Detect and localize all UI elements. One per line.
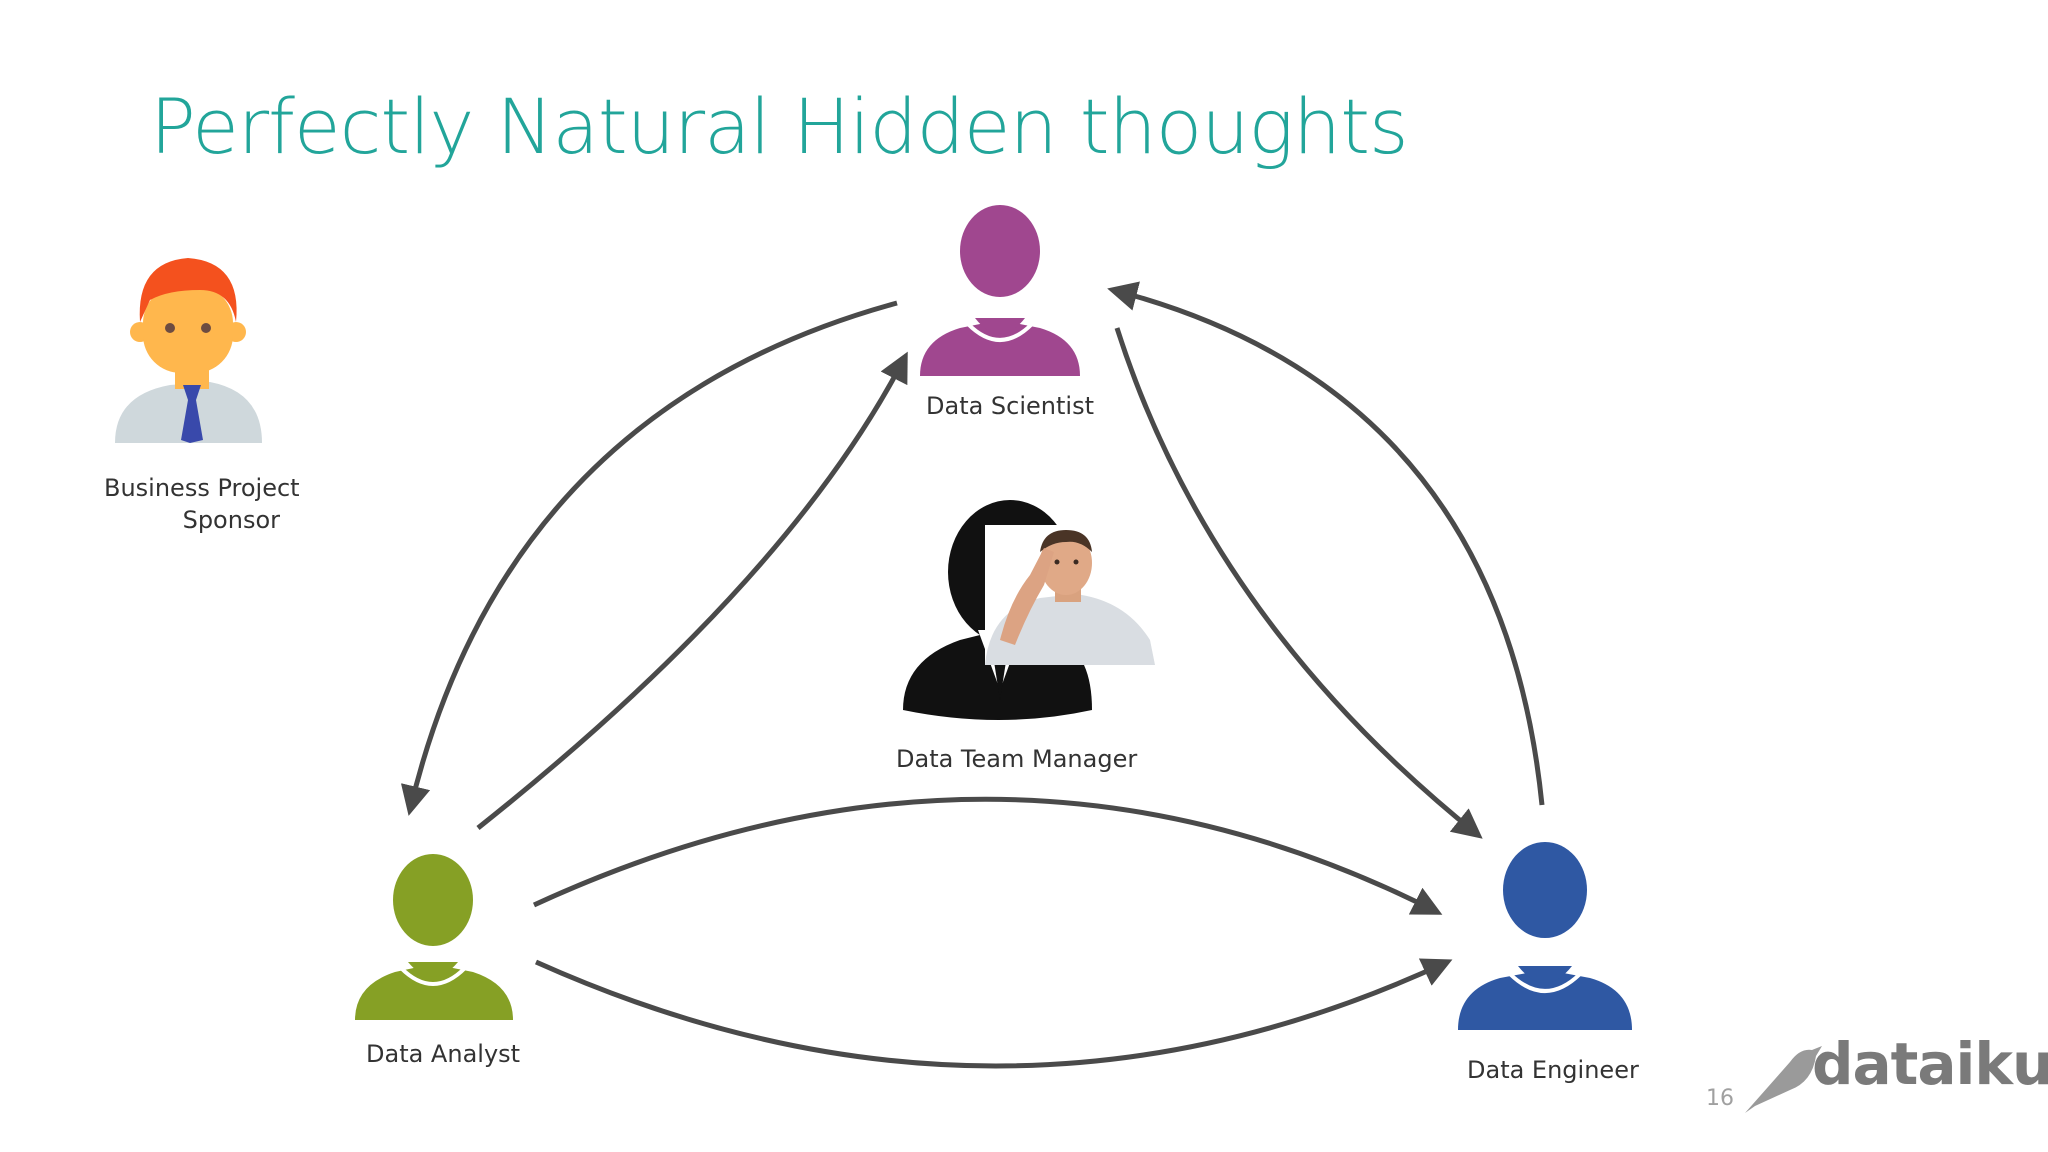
sponsor-label-line2: Sponsor [182, 506, 280, 534]
dataiku-logo-text: dataiku [1812, 1030, 2048, 1098]
data-scientist-label: Data Scientist [926, 392, 1094, 420]
data-analyst-label: Data Analyst [366, 1040, 521, 1068]
arrow-engineer-to-scientist [1107, 281, 1545, 806]
page-number: 16 [1706, 1086, 1734, 1111]
data-team-manager-label: Data Team Manager [896, 745, 1138, 773]
businessman-avatar-icon [115, 258, 262, 443]
data-analyst-icon [355, 854, 513, 1020]
data-scientist-icon [920, 205, 1080, 376]
bird-logo-icon [1745, 1046, 1822, 1113]
arrow-scientist-to-analyst [400, 300, 898, 816]
arrow-analyst-to-engineer-bottom [534, 958, 1453, 1069]
arrow-analyst-to-engineer-top [532, 796, 1443, 915]
arrow-analyst-to-scientist [476, 351, 908, 830]
arrow-scientist-to-engineer [1114, 327, 1483, 839]
slide-title: Perfectly Natural Hidden thoughts [150, 82, 1409, 171]
data-engineer-label: Data Engineer [1467, 1056, 1639, 1084]
data-engineer-icon [1458, 842, 1632, 1030]
thinking-manager-icon [903, 500, 1155, 720]
sponsor-label-line1: Business Project [104, 474, 300, 502]
